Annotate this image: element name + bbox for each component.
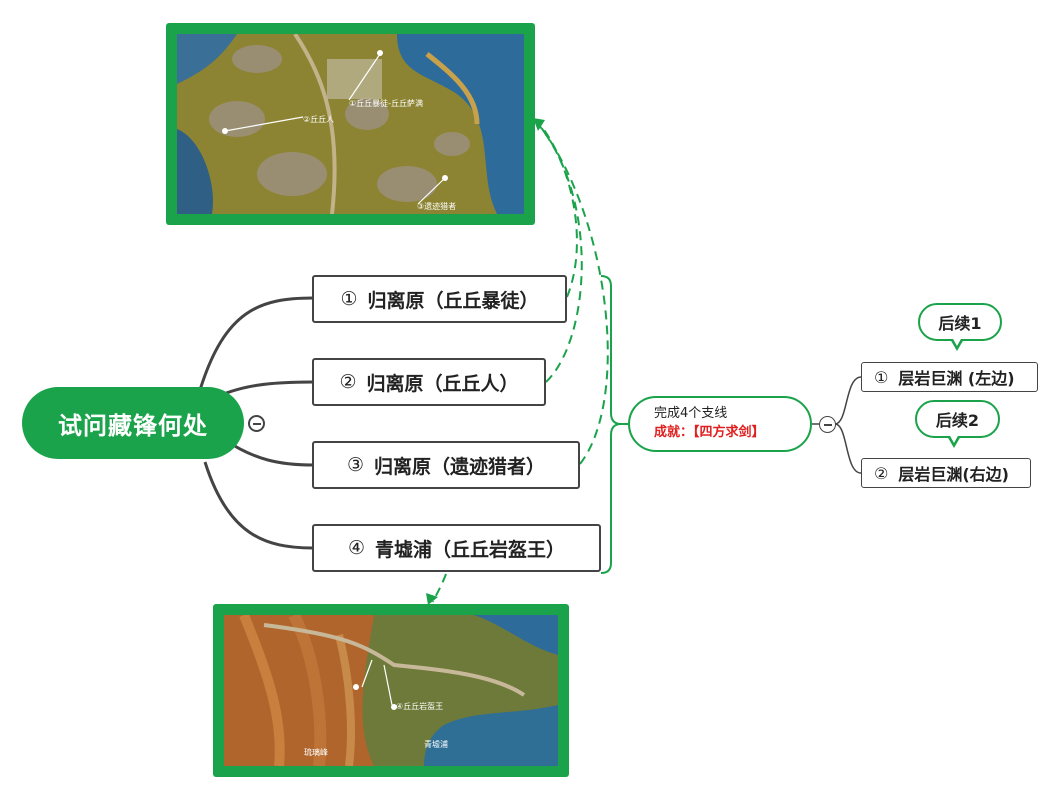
branch-node-3[interactable]: ③ 归离原（遗迹猎者） (312, 441, 580, 489)
top-map-marker-1: ①丘丘暴徒-丘丘萨满 (349, 98, 423, 108)
relation-arrow-2 (537, 123, 583, 383)
summary-achievement: 成就：【四方求剑】 (654, 425, 765, 440)
branch-index: ③ (346, 454, 365, 476)
sub-connectors (834, 376, 862, 474)
minus-icon (252, 422, 261, 425)
summary-bracket (600, 275, 622, 574)
root-topic-label: 试问藏锋何处 (58, 411, 208, 440)
branch-node-2[interactable]: ② 归离原（丘丘人） (312, 358, 546, 406)
top-map-image: ①丘丘暴徒-丘丘萨满 ②丘丘人 ③遗迹猎者 (177, 34, 524, 214)
branch-node-4[interactable]: ④ 青墟浦（丘丘岩盔王） (312, 524, 601, 572)
arrow-heads (426, 118, 545, 605)
root-collapse-button[interactable] (248, 415, 265, 432)
sub-branch-index: ① (874, 367, 889, 387)
callout-followup-2[interactable]: 后续2 (915, 400, 1000, 448)
branch-label: 归离原（丘丘人） (366, 372, 519, 395)
arrowhead-bottom (426, 593, 438, 605)
summary-node[interactable]: 完成4个支线 成就：【四方求剑】 (628, 396, 812, 452)
root-topic[interactable]: 试问藏锋何处 (22, 387, 244, 459)
branch-label: 归离原（遗迹猎者） (374, 455, 546, 478)
connector-branch-1 (198, 296, 314, 391)
bottom-map-frame: ④丘丘岩盔王 琉璃峰 青墟浦 (213, 604, 569, 777)
top-map-marker-2: ②丘丘人 (303, 115, 334, 124)
branch-index: ① (340, 288, 358, 310)
connector-branch-4 (203, 461, 314, 550)
sub-branch-node-2[interactable]: ② 层岩巨渊(右边) (861, 458, 1031, 488)
minus-icon (823, 423, 832, 426)
bottom-map-place-1: 琉璃峰 (304, 747, 328, 757)
top-map-frame: ①丘丘暴徒-丘丘萨满 ②丘丘人 ③遗迹猎者 (166, 23, 535, 225)
callout-label: 后续1 (938, 314, 982, 333)
sub-branch-label: 层岩巨渊 (左边) (898, 369, 1015, 388)
summary-collapse-button[interactable] (819, 416, 836, 433)
arrowhead-top (533, 118, 545, 131)
branch-node-1[interactable]: ① 归离原（丘丘暴徒） (312, 275, 567, 323)
relation-arrow-3 (539, 125, 609, 465)
sub-branch-index: ② (874, 463, 889, 483)
branch-label: 青墟浦（丘丘岩盔王） (375, 538, 566, 561)
top-map-marker-3: ③遗迹猎者 (417, 201, 456, 211)
relation-arrows (432, 121, 609, 603)
relation-arrow-1 (537, 121, 578, 298)
relation-arrow-4 (432, 573, 447, 603)
callout-tail (950, 337, 964, 351)
bottom-map-marker-1: ④丘丘岩盔王 (396, 701, 443, 711)
callout-followup-1[interactable]: 后续1 (918, 303, 1002, 351)
bottom-map-place-2: 青墟浦 (424, 739, 448, 749)
branch-index: ② (339, 371, 357, 393)
branch-index: ④ (347, 537, 366, 559)
connector-branch-3 (224, 438, 314, 467)
summary-line-1: 完成4个支线 (654, 406, 728, 421)
connector-sub-1 (834, 376, 862, 425)
sub-branch-node-1[interactable]: ① 层岩巨渊 (左边) (861, 362, 1038, 392)
callout-tail (947, 434, 961, 448)
sub-branch-label: 层岩巨渊(右边) (898, 465, 1009, 484)
branch-label: 归离原（丘丘暴徒） (367, 289, 539, 312)
callout-label: 后续2 (935, 411, 980, 430)
connector-sub-2 (834, 423, 862, 474)
bottom-map-image: ④丘丘岩盔王 琉璃峰 青墟浦 (224, 615, 558, 766)
